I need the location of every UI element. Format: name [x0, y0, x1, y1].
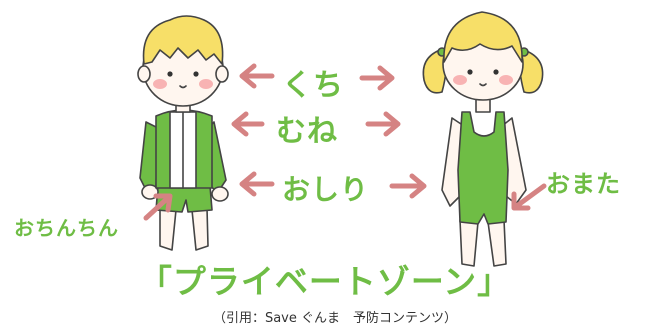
- arrow-right-icon: [365, 111, 401, 137]
- arrow-diagonal-icon: [143, 193, 173, 221]
- girl-figure: [422, 11, 544, 267]
- arrow-right-icon: [389, 173, 427, 199]
- boy-figure: [137, 15, 229, 251]
- label-mouth: くち: [282, 68, 344, 103]
- arrow-left-icon: [239, 63, 275, 89]
- arrow-diagonal-icon: [511, 183, 547, 211]
- source-credit: （引用：Save ぐんま 予防コンテンツ）: [212, 311, 458, 326]
- arrow-left-icon: [231, 111, 265, 137]
- label-crotch: おまた: [546, 170, 621, 198]
- label-buttocks: おしり: [282, 173, 370, 206]
- page-title: 「プライベートゾーン」: [138, 262, 512, 301]
- label-chest: むね: [276, 114, 338, 149]
- arrow-right-icon: [359, 65, 395, 91]
- label-penis: おちんちん: [14, 216, 119, 240]
- arrow-left-icon: [239, 171, 275, 197]
